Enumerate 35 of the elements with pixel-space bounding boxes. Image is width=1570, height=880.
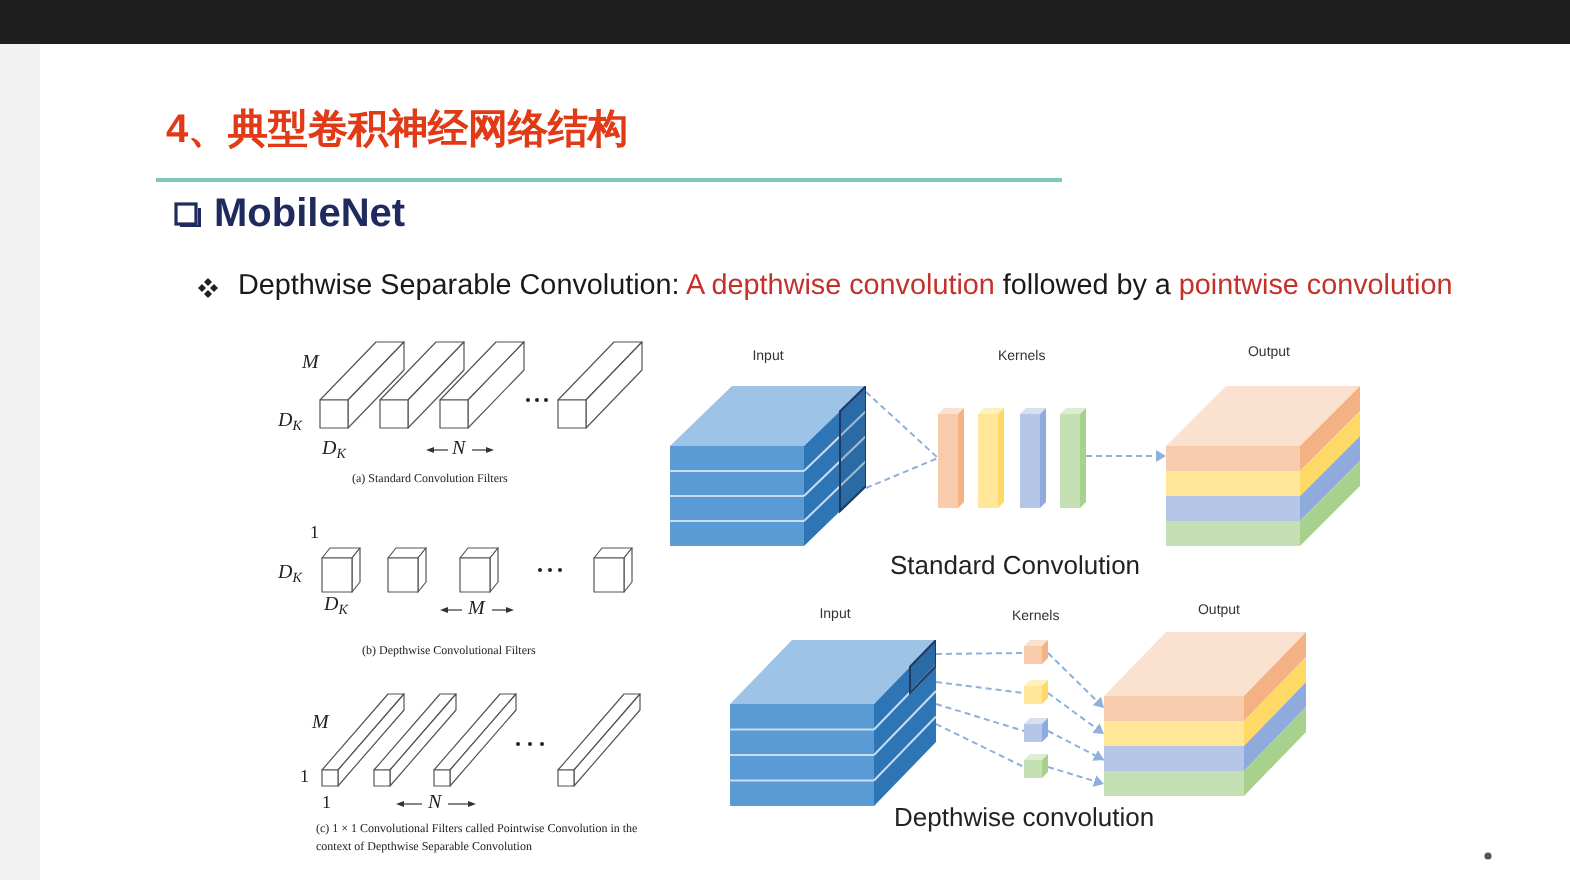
- dimension-label: D$_{K}$: [324, 594, 348, 616]
- kernel-cube: [1024, 680, 1048, 706]
- dashed-line: [865, 391, 939, 489]
- kernel-cube: [1024, 640, 1048, 666]
- dashed-arrow: [1047, 730, 1105, 761]
- bullet-text: Depthwise Separable Convolution: A depthwise convolution followed by a pointwise convolution: [238, 272, 1453, 304]
- slide-title: 4、典型卷积神经网络结构: [166, 108, 629, 152]
- dashed-line: [935, 681, 1025, 694]
- dimension-label: 1: [300, 768, 309, 788]
- section-heading: MobileNet: [214, 192, 406, 236]
- dimension-label: 1: [310, 524, 319, 544]
- dashed-arrow: [1047, 652, 1105, 709]
- dashed-line: [935, 723, 1025, 768]
- dashed-line: [935, 703, 1025, 732]
- dimension-label: M: [302, 352, 319, 374]
- kernel-bar: [978, 408, 1004, 508]
- dimension-label: 1: [322, 794, 331, 814]
- kernel-bar: [1060, 408, 1086, 508]
- dimension-label: N: [452, 438, 466, 460]
- dimension-label: M: [468, 598, 485, 620]
- dimension-label: D$_{K}$: [278, 562, 302, 584]
- kernel-cube: [1024, 754, 1048, 780]
- dashed-arrow: [1047, 766, 1105, 787]
- dashed-arrow: [1047, 692, 1105, 735]
- dimension-label: D$_{K}$: [278, 410, 302, 432]
- kernel-bar: [938, 408, 964, 508]
- dimension-label: D$_{K}$: [322, 438, 346, 460]
- figure-caption: Depthwise convolution: [894, 804, 1155, 833]
- figure-caption: Standard Convolution: [890, 552, 1141, 581]
- dimension-label: N: [428, 792, 442, 814]
- kernel-cube: [1024, 718, 1048, 744]
- dashed-arrow: [1085, 450, 1167, 462]
- dimension-label: M: [312, 712, 329, 734]
- dashed-line: [935, 652, 1025, 655]
- kernel-bar: [1020, 408, 1046, 508]
